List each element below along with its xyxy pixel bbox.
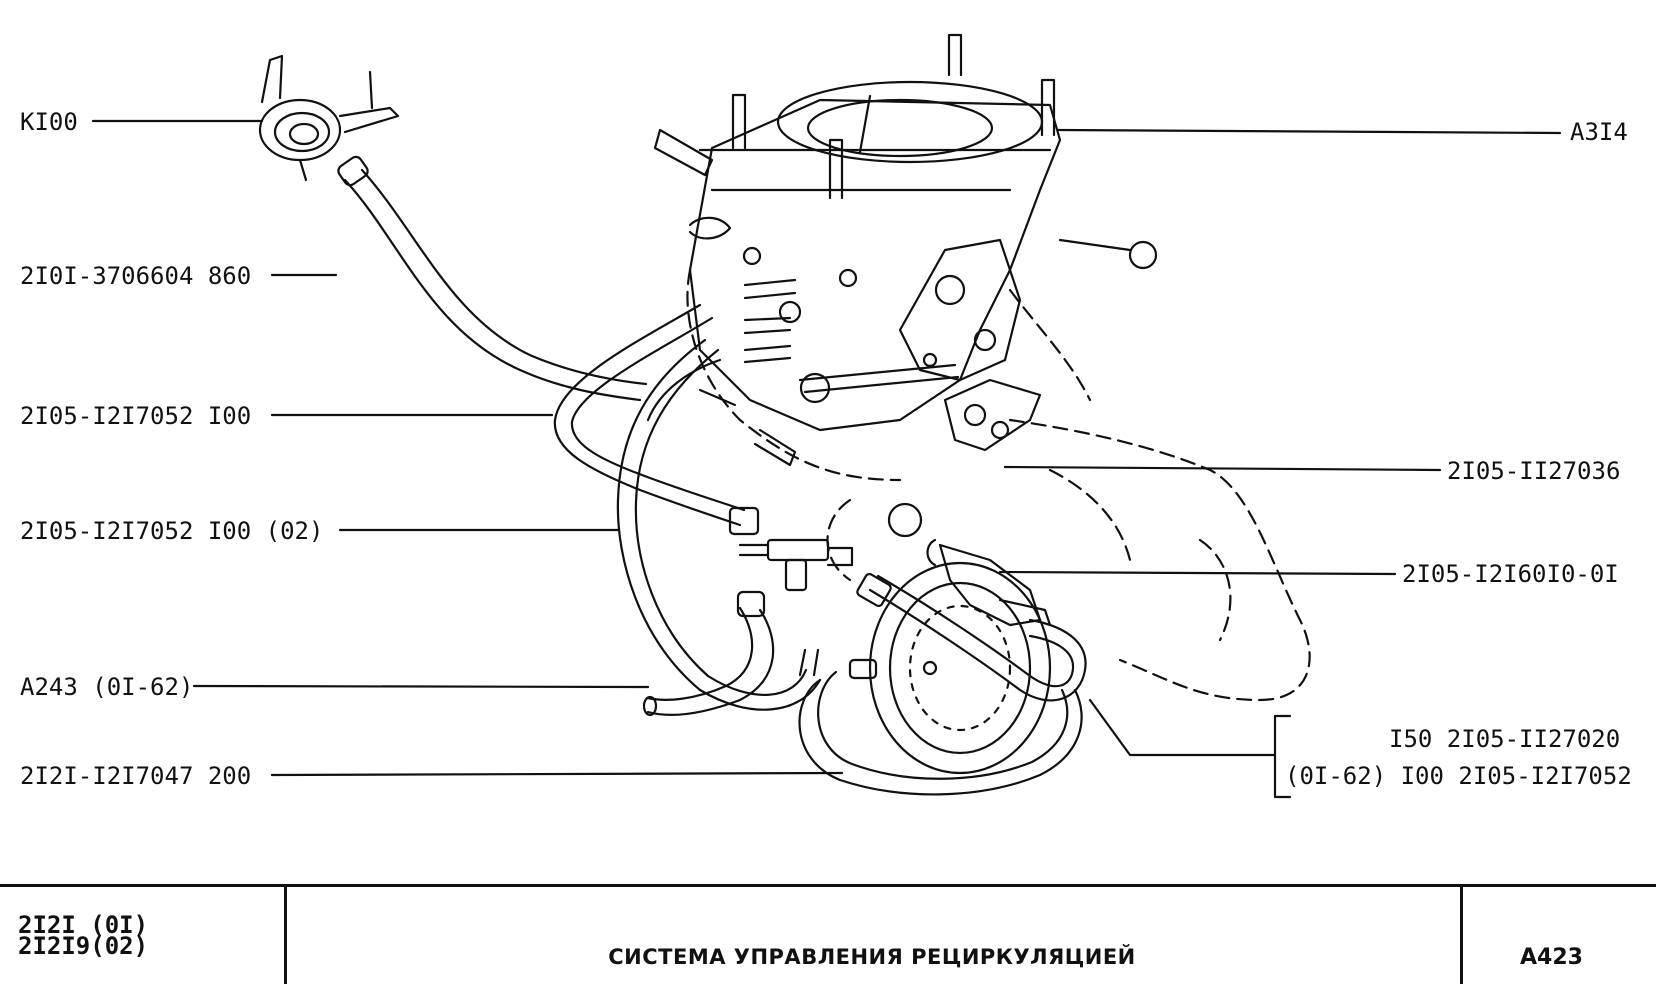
label-bracket-line2: (0I-62) I00 2I05-I2I7052 <box>1285 762 1632 790</box>
label-part-27036: 2I05-II27036 <box>1447 457 1621 485</box>
title-divider-left <box>284 887 287 984</box>
label-hose-100-02: 2I05-I2I7052 I00 (02) <box>20 517 324 545</box>
label-hose-100: 2I05-I2I7052 I00 <box>20 402 252 430</box>
label-hose-200: 2I2I-I2I7047 200 <box>20 762 252 790</box>
carburetor <box>653 33 1158 467</box>
diagram-title: СИСТЕМА УПРАВЛЕНИЯ РЕЦИРКУЛЯЦИЕЙ <box>608 945 1136 969</box>
hose-860 <box>343 168 648 402</box>
tee-connector <box>738 538 854 592</box>
title-block: 2I2I (0I) 2I2I9(02) СИСТЕМА УПРАВЛЕНИЯ Р… <box>0 884 1656 984</box>
thermal-valve <box>887 502 1052 627</box>
model-codes: 2I2I (0I) 2I2I9(02) <box>18 911 149 960</box>
intake-manifold <box>686 268 1311 702</box>
model-line-2: 2I2I9(02) <box>18 932 149 960</box>
label-a314: A3I4 <box>1570 118 1628 146</box>
hose-a243 <box>642 590 775 717</box>
label-k100: KI00 <box>20 108 78 136</box>
title-divider-right <box>1460 887 1463 984</box>
label-hose-860: 2I0I-3706604 860 <box>20 262 252 290</box>
diagram-code: A423 <box>1520 945 1583 970</box>
leader-lines <box>91 119 1562 799</box>
label-valve-6010: 2I05-I2I60I0-0I <box>1402 560 1619 588</box>
vacuum-actuator <box>258 54 400 187</box>
label-a243: A243 (0I-62) <box>20 673 194 701</box>
hose-100-02 <box>616 338 822 711</box>
label-bracket-line1: I50 2I05-II27020 <box>1389 725 1621 753</box>
model-line-1: 2I2I (0I) <box>18 911 149 939</box>
valve-hoses <box>856 572 1087 702</box>
hose-100 <box>553 303 760 536</box>
hose-200 <box>798 648 1083 796</box>
pulley <box>868 561 1052 775</box>
